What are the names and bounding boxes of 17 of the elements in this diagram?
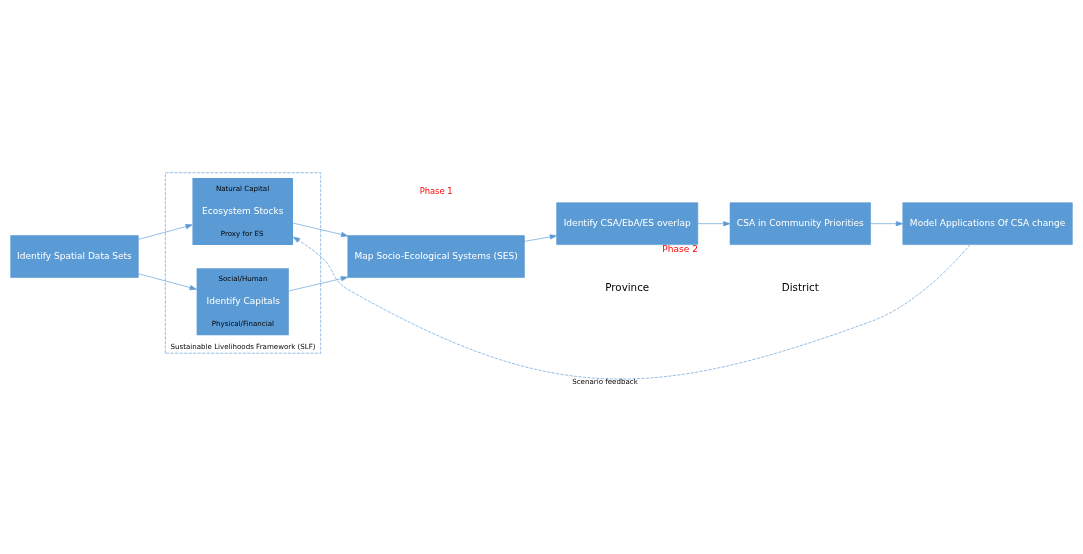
arrow bbox=[292, 236, 971, 379]
node-box: Model Applications Of CSA change bbox=[902, 202, 1073, 245]
arrow bbox=[288, 276, 348, 292]
label: Phase 1 bbox=[419, 185, 453, 196]
arrow bbox=[138, 224, 193, 240]
label: Province bbox=[605, 281, 650, 294]
node-label: Phase 2 bbox=[662, 243, 698, 254]
node-box: Map Socio-Ecological Systems (SES) bbox=[347, 235, 525, 278]
arrow bbox=[524, 234, 557, 242]
arrow bbox=[870, 221, 903, 227]
arrow bbox=[138, 273, 197, 291]
arrow bbox=[697, 221, 731, 227]
node-box: Identify Spatial Data Sets bbox=[10, 235, 139, 278]
label: District bbox=[781, 281, 819, 294]
node-box: Identify CSA/EbA/ES overlap bbox=[556, 202, 699, 245]
arrow bbox=[292, 222, 349, 237]
node-box: CSA in Community Priorities bbox=[729, 202, 871, 245]
